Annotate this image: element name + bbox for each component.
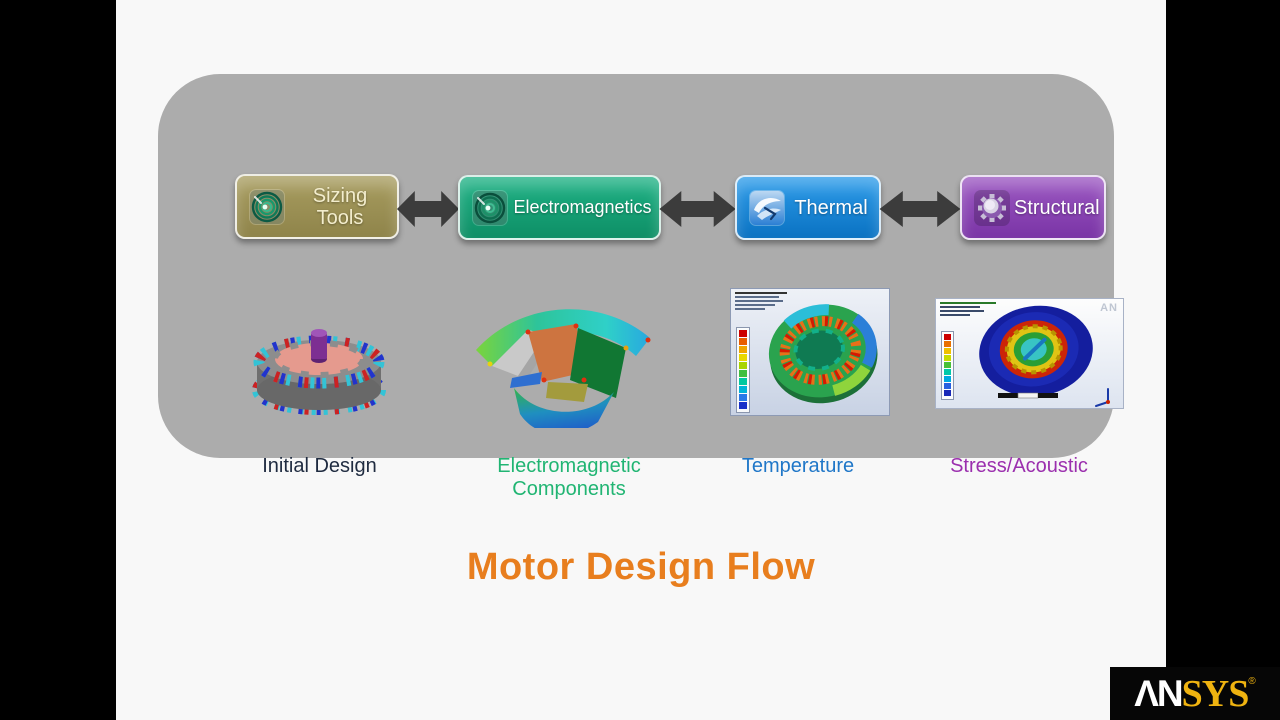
ansys-logo-text-white: ΛN: [1134, 672, 1183, 714]
bidirectional-arrow-icon: [659, 191, 736, 227]
gear-icon: [974, 189, 1010, 226]
caption-temperature: Temperature: [741, 455, 855, 477]
electromagnetic-fea-wedge-thumbnail: [476, 309, 651, 428]
slide-title: Motor Design Flow: [466, 546, 816, 588]
contour-legend-colorbar: [736, 327, 750, 413]
flow-step-label: Sizing Tools: [312, 184, 368, 229]
thermal-swirl-icon: [749, 189, 785, 226]
letterbox-right: [1166, 0, 1280, 720]
maxwell-spiral-icon: [249, 188, 285, 225]
flow-step-label: Thermal: [794, 196, 868, 219]
bidirectional-arrow-icon: [396, 191, 460, 227]
bidirectional-arrow-icon: [879, 191, 961, 227]
flow-step-sizing-tools: Sizing Tools: [235, 174, 399, 239]
presentation-slide: Sizing Tools Electromagnetics: [116, 0, 1166, 720]
flow-step-electromagnetics: Electromagnetics: [458, 175, 661, 240]
motor-design-flow-panel: Sizing Tools Electromagnetics: [158, 74, 1124, 500]
flow-step-structural: Structural: [960, 175, 1106, 240]
result-header-text: [735, 292, 787, 312]
ansys-watermark: AN: [1100, 302, 1118, 314]
caption-electromagnetic-components: Electromagnetic Components: [497, 455, 641, 500]
maxwell-spiral-icon: [472, 189, 508, 226]
caption-stress-acoustic: Stress/Acoustic: [950, 455, 1088, 477]
flow-step-label: Structural: [1014, 196, 1100, 219]
structural-contour-disc-thumbnail: AN: [935, 298, 1124, 409]
registered-trademark-symbol: ®: [1248, 676, 1256, 687]
flow-step-label: Electromagnetics: [513, 196, 652, 217]
ansys-logo-text-gold: SYS: [1181, 672, 1250, 715]
contour-legend-colorbar: [941, 331, 954, 400]
letterbox-left: [0, 0, 116, 720]
result-header-text: [940, 302, 996, 318]
caption-initial-design: Initial Design: [262, 455, 377, 477]
motor-3d-model-thumbnail: [252, 329, 386, 415]
flow-step-thermal: Thermal: [735, 175, 881, 240]
thermal-contour-ring-thumbnail: [730, 288, 890, 416]
